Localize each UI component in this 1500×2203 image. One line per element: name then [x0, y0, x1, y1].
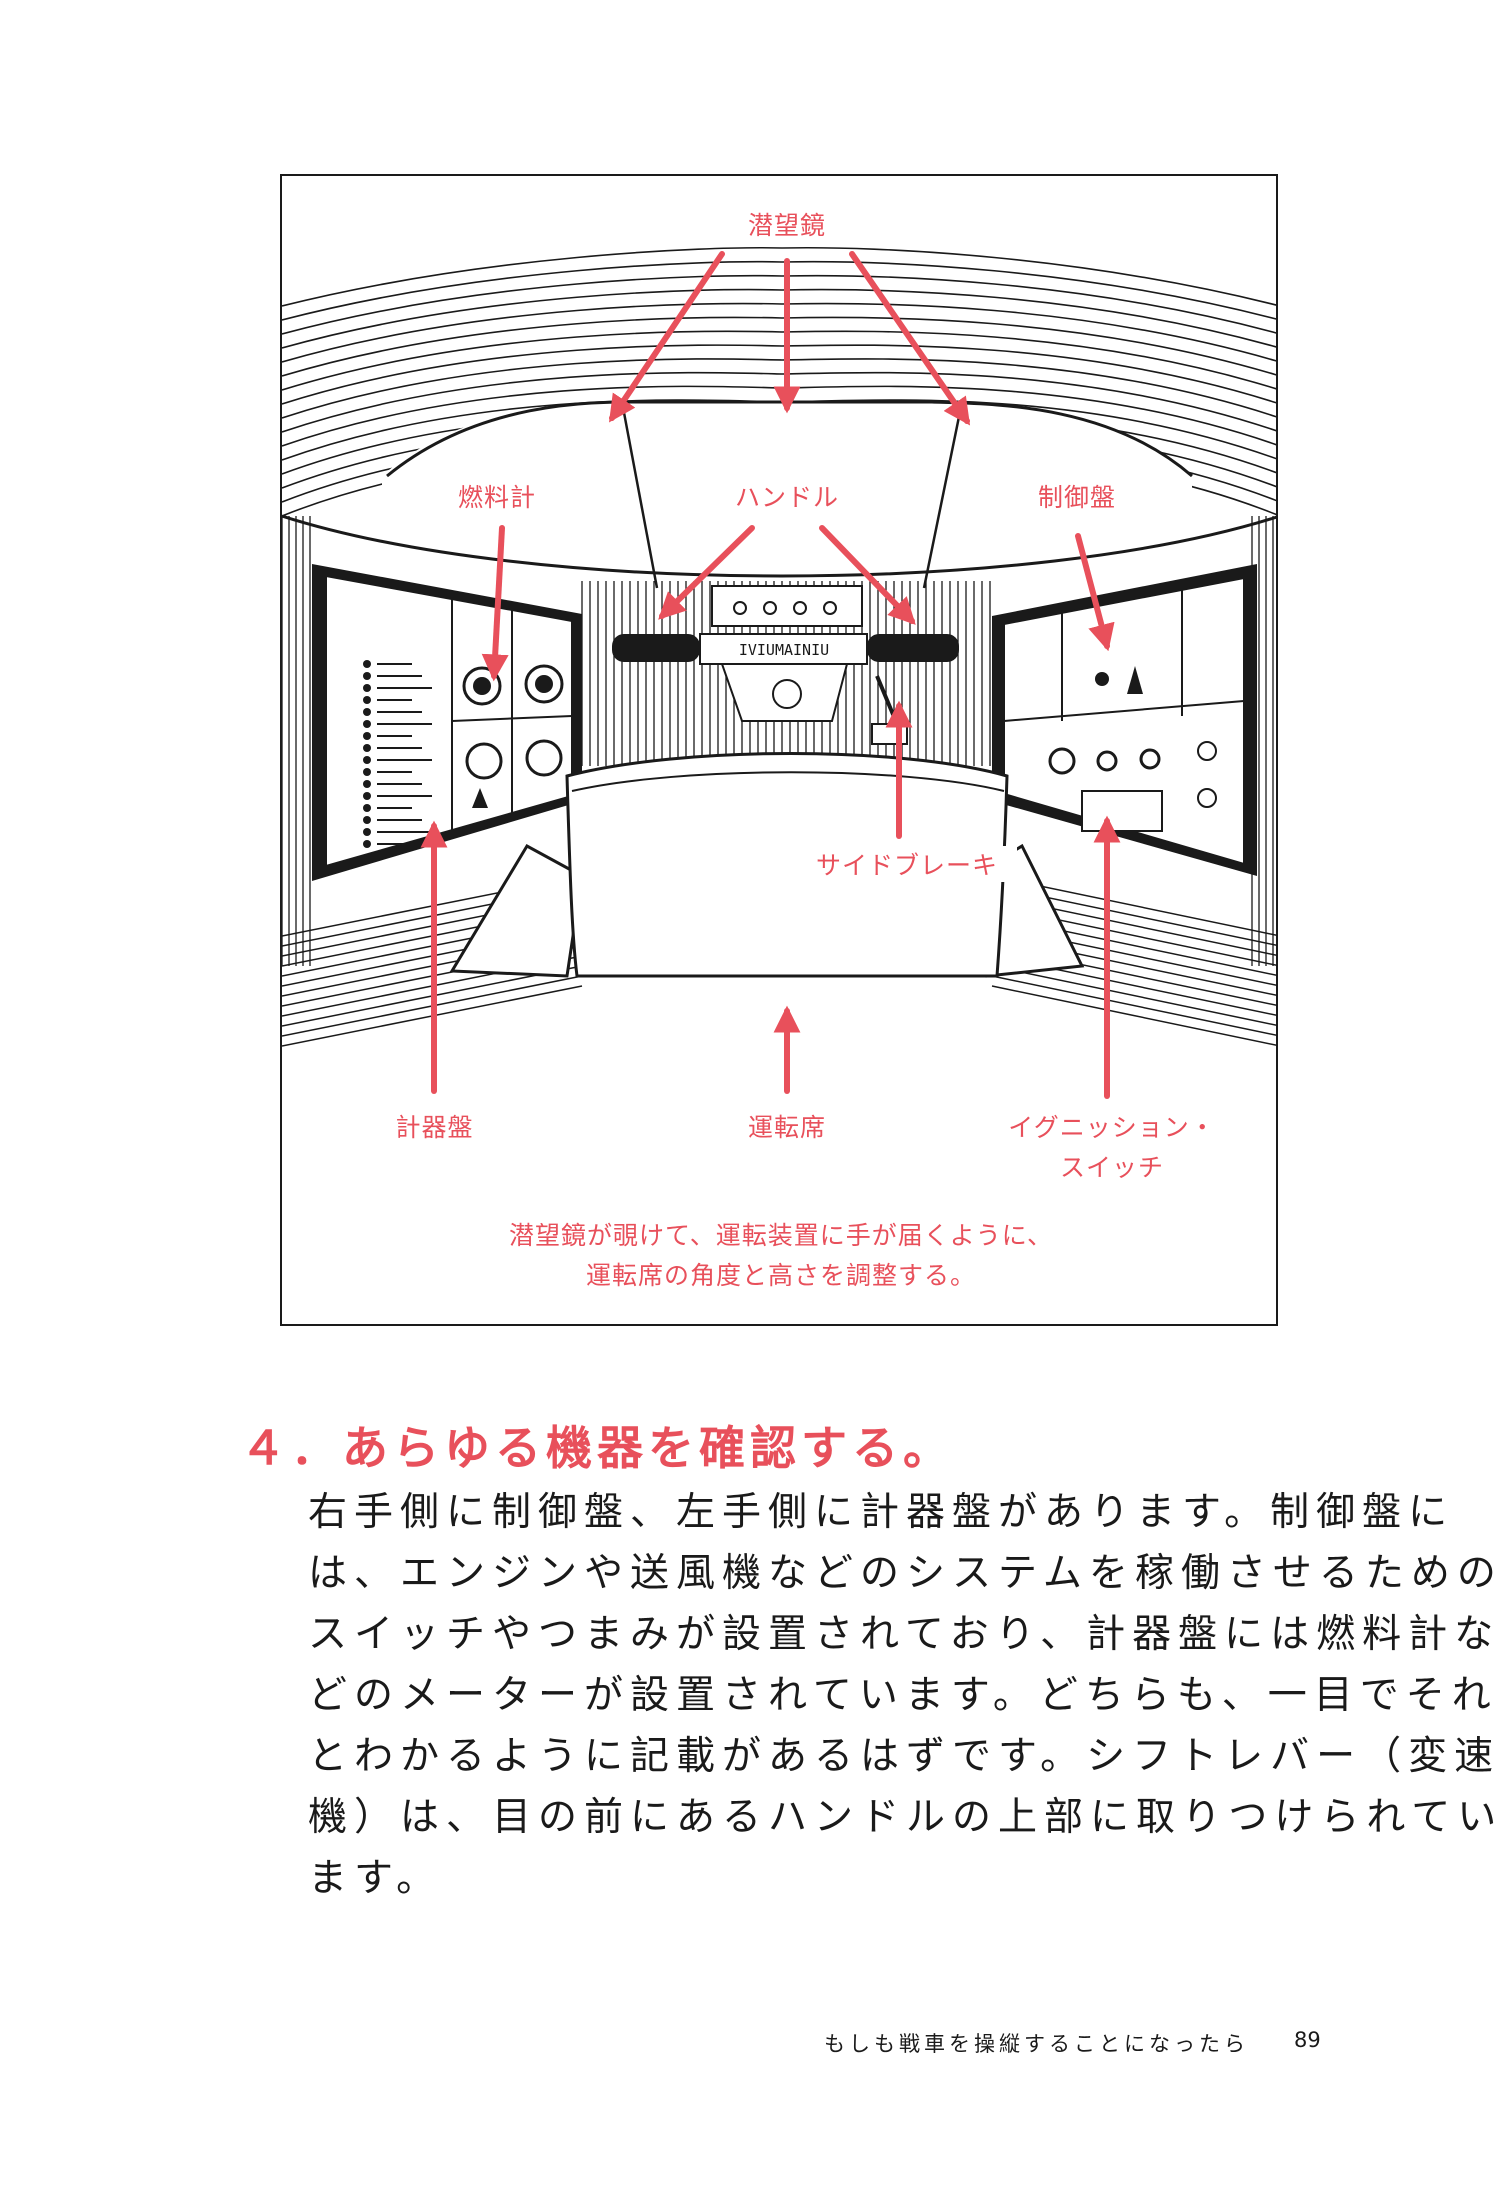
body-line: とわかるように記載があるはずです。シフトレバー（変速 [308, 1734, 1500, 1779]
label-ignition-line1: イグニッション・ [1008, 1113, 1216, 1142]
control-panel-drawing [992, 564, 1257, 876]
body-line: 機）は、目の前にあるハンドルの上部に取りつけられてい [308, 1795, 1500, 1840]
label-instrument-panel: 計器盤 [395, 1113, 474, 1142]
illustration-frame: IVIUMAINIU 潜望鏡 燃料計 ハ [280, 174, 1278, 1326]
label-driver-seat: 運転席 [747, 1113, 826, 1142]
instrument-panel-drawing [312, 564, 582, 881]
body-line: ます。 [308, 1856, 443, 1901]
dashboard-display-text: IVIUMAINIU [739, 641, 829, 659]
body-paragraph: 右手側に制御盤、左手側に計器盤があります。制御盤に は、エンジンや送風機などのシ… [308, 1482, 1500, 1909]
tank-interior-illustration: IVIUMAINIU [282, 246, 1276, 1099]
annotation-arrows [420, 251, 1121, 1099]
label-periscope: 潜望鏡 [747, 211, 826, 240]
body-line: 右手側に制御盤、左手側に計器盤があります。制御盤に [308, 1490, 1455, 1535]
body-line: スイッチやつまみが設置されており、計器盤には燃料計な [308, 1612, 1500, 1657]
figure-caption-line2: 運転席の角度と高さを調整する。 [585, 1261, 976, 1290]
label-ignition-line2: スイッチ [1059, 1153, 1164, 1182]
section-heading: ４．あらゆる機器を確認する。 [240, 1421, 954, 1475]
figure-caption-line1: 潜望鏡が覗けて、運転装置に手が届くように、 [508, 1221, 1053, 1250]
body-line: は、エンジンや送風機などのシステムを稼働させるための [308, 1551, 1500, 1596]
label-fuel-gauge: 燃料計 [457, 483, 536, 512]
label-handle: ハンドル [734, 483, 839, 512]
running-footer-title: もしも戦車を操縦することになったら [824, 2032, 1249, 2056]
label-side-brake: サイドブレーキ [797, 846, 1017, 882]
page-number: 89 [1294, 2028, 1321, 2052]
body-line: どのメーターが設置されています。どちらも、一目でそれ [308, 1673, 1498, 1718]
label-control-panel: 制御盤 [1037, 483, 1116, 512]
steering-handle-drawing: IVIUMAINIU [612, 585, 959, 745]
